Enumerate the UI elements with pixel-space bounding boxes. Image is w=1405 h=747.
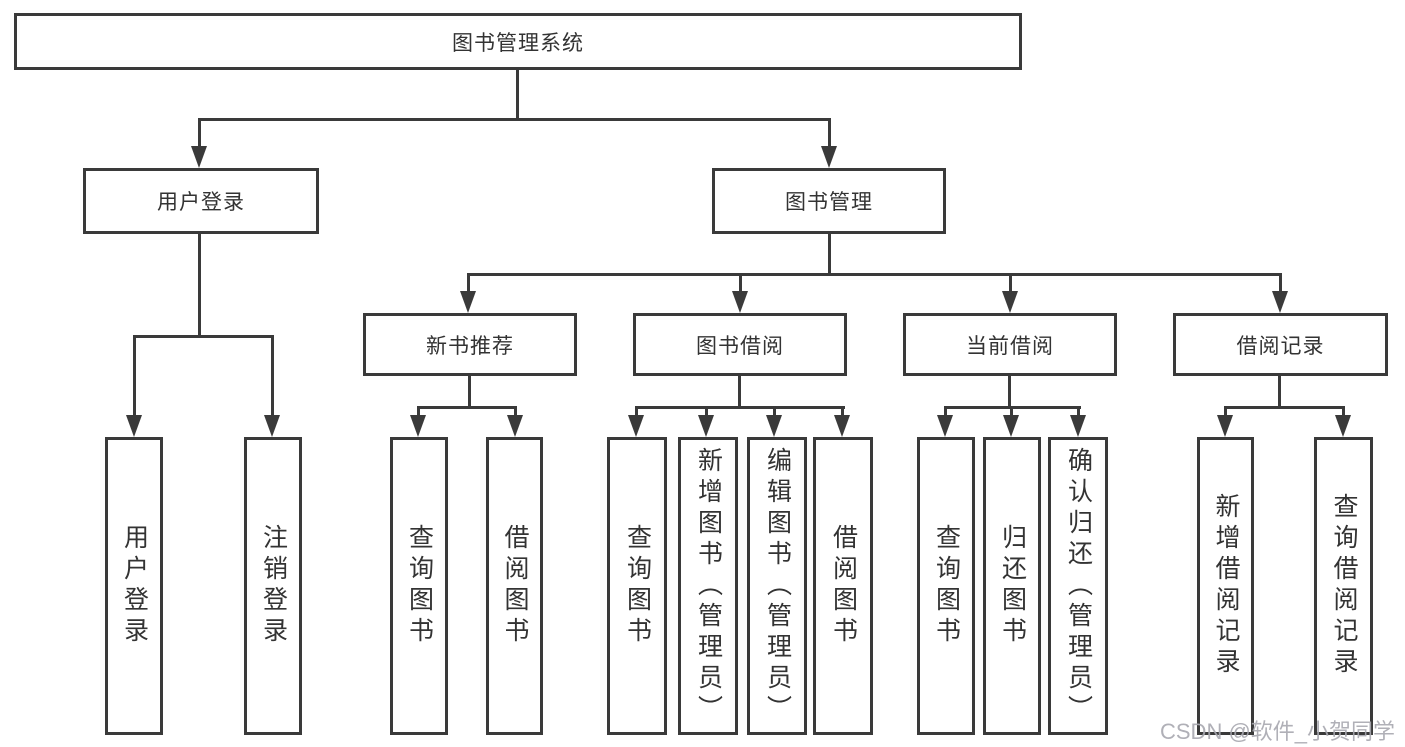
- leaf-label: 新增借阅记录: [1212, 493, 1240, 679]
- leaf-edit-books-admin: 编辑图书（管理员）: [747, 437, 807, 735]
- node-user-login: 用户登录: [83, 168, 319, 234]
- connector-line: [635, 406, 638, 418]
- connector-line: [1224, 406, 1345, 409]
- leaf-label: 查询图书: [623, 524, 652, 648]
- arrowhead-down-icon: [628, 415, 644, 437]
- node-current-borrowing: 当前借阅: [903, 313, 1117, 376]
- node-label: 借阅记录: [1236, 334, 1325, 358]
- connector-line: [738, 374, 741, 409]
- leaf-label: 查询借阅记录: [1330, 493, 1358, 679]
- connector-line: [705, 406, 708, 418]
- connector-line: [828, 118, 831, 150]
- node-label: 新书推荐: [426, 334, 514, 358]
- arrowhead-down-icon: [766, 415, 782, 437]
- arrowhead-down-icon: [507, 415, 523, 437]
- node-label: 图书借阅: [696, 334, 784, 358]
- leaf-label: 查询图书: [932, 524, 961, 648]
- arrowhead-down-icon: [834, 415, 850, 437]
- arrowhead-down-icon: [1335, 415, 1351, 437]
- arrowhead-down-icon: [191, 146, 207, 168]
- connector-line: [516, 69, 519, 120]
- connector-line: [417, 406, 517, 409]
- leaf-add-books-admin: 新增图书（管理员）: [678, 437, 738, 735]
- connector-line: [514, 406, 517, 418]
- leaf-label: 编辑图书（管理员）: [763, 446, 792, 726]
- connector-line: [1278, 374, 1281, 409]
- connector-line: [198, 118, 201, 150]
- connector-line: [271, 335, 274, 417]
- leaf-add-borrow-record: 新增借阅记录: [1197, 437, 1254, 735]
- connector-line: [467, 273, 1282, 276]
- arrowhead-down-icon: [732, 291, 748, 313]
- leaf-query-borrow-record: 查询借阅记录: [1314, 437, 1373, 735]
- connector-line: [467, 273, 470, 295]
- leaf-logout: 注销登录: [244, 437, 302, 735]
- leaf-label: 归还图书: [998, 524, 1027, 648]
- connector-line: [468, 374, 471, 409]
- connector-line: [841, 406, 844, 418]
- arrowhead-down-icon: [1002, 291, 1018, 313]
- arrowhead-down-icon: [126, 415, 142, 437]
- leaf-borrow-books-recommend: 借阅图书: [486, 437, 543, 735]
- connector-line: [198, 118, 831, 121]
- arrowhead-down-icon: [698, 415, 714, 437]
- connector-line: [1077, 406, 1080, 418]
- connector-line: [1279, 273, 1282, 295]
- arrowhead-down-icon: [460, 291, 476, 313]
- connector-line: [1010, 406, 1013, 418]
- connector-line: [133, 335, 136, 417]
- leaf-label: 借阅图书: [501, 524, 529, 648]
- leaf-label: 注销登录: [259, 524, 288, 648]
- arrowhead-down-icon: [937, 415, 953, 437]
- arrowhead-down-icon: [821, 146, 837, 168]
- node-library-system: 图书管理系统: [14, 13, 1022, 70]
- connector-line: [198, 232, 201, 337]
- connector-line: [1008, 374, 1011, 409]
- connector-line: [944, 406, 947, 418]
- arrowhead-down-icon: [410, 415, 426, 437]
- connector-line: [739, 273, 742, 295]
- leaf-confirm-return-admin: 确认归还（管理员）: [1048, 437, 1108, 735]
- node-label: 图书管理系统: [452, 31, 584, 55]
- connector-line: [635, 406, 845, 409]
- arrowhead-down-icon: [1003, 415, 1019, 437]
- node-book-borrowing: 图书借阅: [633, 313, 847, 376]
- connector-line: [1342, 406, 1345, 418]
- connector-line: [1009, 273, 1012, 295]
- leaf-borrow-books-borrowing: 借阅图书: [813, 437, 873, 735]
- connector-line: [773, 406, 776, 418]
- connector-line: [133, 335, 274, 338]
- node-label: 图书管理: [785, 191, 873, 214]
- arrowhead-down-icon: [264, 415, 280, 437]
- node-borrowing-records: 借阅记录: [1173, 313, 1388, 376]
- leaf-query-books-current: 查询图书: [917, 437, 975, 735]
- connector-line: [1224, 406, 1227, 418]
- arrowhead-down-icon: [1217, 415, 1233, 437]
- node-new-book-recommendation: 新书推荐: [363, 313, 577, 376]
- node-book-management: 图书管理: [712, 168, 946, 234]
- arrowhead-down-icon: [1070, 415, 1086, 437]
- leaf-label: 新增图书（管理员）: [694, 446, 723, 726]
- leaf-query-books-recommend: 查询图书: [390, 437, 448, 735]
- node-label: 当前借阅: [966, 334, 1054, 358]
- leaf-label: 借阅图书: [829, 524, 858, 648]
- leaf-label: 确认归还（管理员）: [1064, 446, 1093, 726]
- leaf-label: 查询图书: [405, 524, 434, 648]
- csdn-watermark: CSDN @软件_小贺同学: [1160, 719, 1396, 744]
- connector-line: [417, 406, 420, 418]
- leaf-user-login: 用户登录: [105, 437, 163, 735]
- leaf-label: 用户登录: [120, 524, 149, 648]
- leaf-query-books-borrowing: 查询图书: [607, 437, 667, 735]
- arrowhead-down-icon: [1272, 291, 1288, 313]
- leaf-return-books: 归还图书: [983, 437, 1041, 735]
- node-label: 用户登录: [157, 191, 245, 214]
- connector-line: [828, 232, 831, 275]
